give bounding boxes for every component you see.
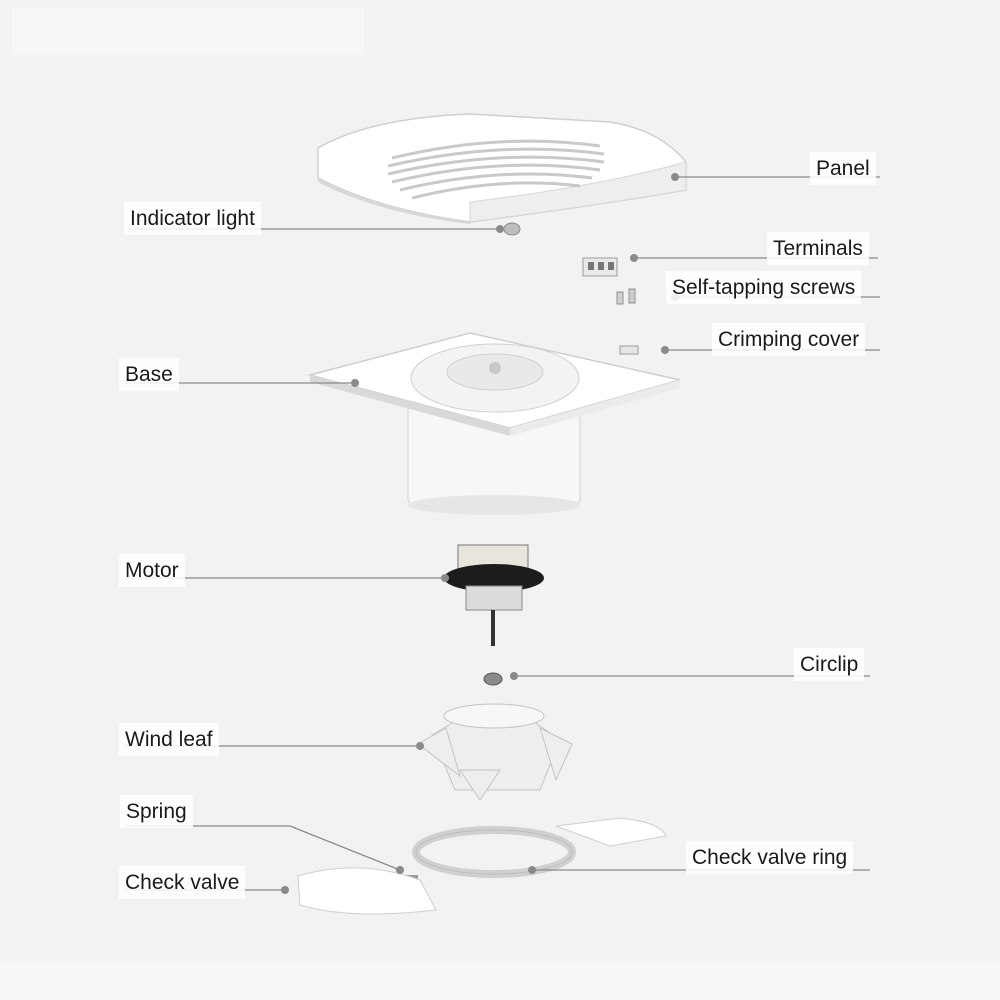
- base-part: [307, 332, 681, 515]
- label-check-valve: Check valve: [119, 866, 246, 899]
- terminals-part: [582, 257, 618, 277]
- label-base: Base: [119, 358, 179, 391]
- label-indicator-light: Indicator light: [124, 202, 261, 235]
- indicator-light-part: [503, 222, 521, 236]
- wind-leaf-part: [417, 703, 573, 801]
- label-spring: Spring: [120, 795, 193, 828]
- motor-part: [444, 544, 544, 646]
- circlip-part: [483, 672, 503, 686]
- check-valve-flap-right: [555, 817, 667, 847]
- label-terminals: Terminals: [767, 232, 869, 265]
- label-motor: Motor: [119, 554, 185, 587]
- label-crimping-cover: Crimping cover: [712, 323, 866, 356]
- self-tapping-screws-part: [616, 288, 636, 305]
- label-circlip: Circlip: [794, 648, 865, 681]
- label-self-tapping-screws: Self-tapping screws: [666, 271, 862, 304]
- label-panel: Panel: [810, 152, 876, 185]
- label-wind-leaf: Wind leaf: [119, 723, 219, 756]
- crimping-cover-part: [619, 345, 639, 355]
- label-check-valve-ring: Check valve ring: [686, 841, 854, 874]
- footer-band: [0, 962, 1000, 1000]
- check-valve-part: [297, 867, 437, 915]
- blank-header-area: [12, 8, 364, 54]
- panel-part: [317, 113, 687, 224]
